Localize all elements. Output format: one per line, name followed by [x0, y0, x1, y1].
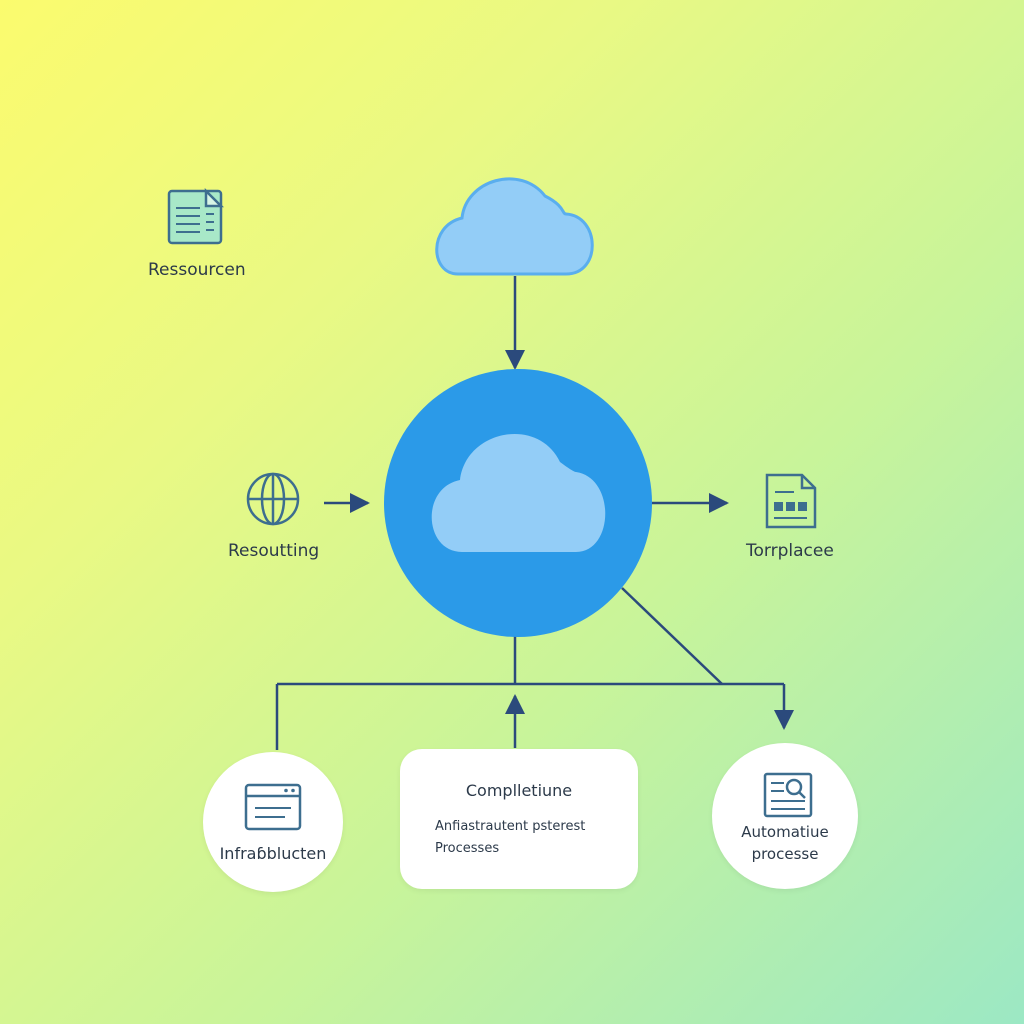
- compliance-card[interactable]: Complletiune Anfiastrautent psterest Pro…: [400, 749, 638, 889]
- automation-label-line-2: processe: [751, 845, 819, 863]
- infrastructure-label: Infraɓblucten: [219, 844, 327, 863]
- report-search-icon: [763, 772, 813, 818]
- globe-icon: [246, 472, 300, 526]
- compliance-line-1: Anfiastrautent psterest: [435, 819, 586, 834]
- automation-label-line-1: Automatiue: [741, 823, 829, 841]
- resources-label: Ressourcen: [148, 260, 246, 280]
- routing-label: Resoutting: [228, 541, 320, 561]
- document-icon: [167, 188, 224, 245]
- connector-hub-diagonal: [621, 587, 723, 685]
- spreadsheet-icon: [765, 473, 817, 529]
- compliance-title: Complletiune: [465, 781, 573, 800]
- cloud-top-icon: [435, 177, 594, 276]
- hub-cloud-icon: [431, 434, 606, 552]
- infrastructure-node[interactable]: Infraɓblucten: [203, 752, 343, 892]
- compliance-line-2: Processes: [435, 841, 500, 856]
- marketplace-label: Torrplacee: [746, 541, 834, 561]
- browser-window-icon: [244, 783, 302, 831]
- automation-node[interactable]: Automatiue processe: [712, 743, 858, 889]
